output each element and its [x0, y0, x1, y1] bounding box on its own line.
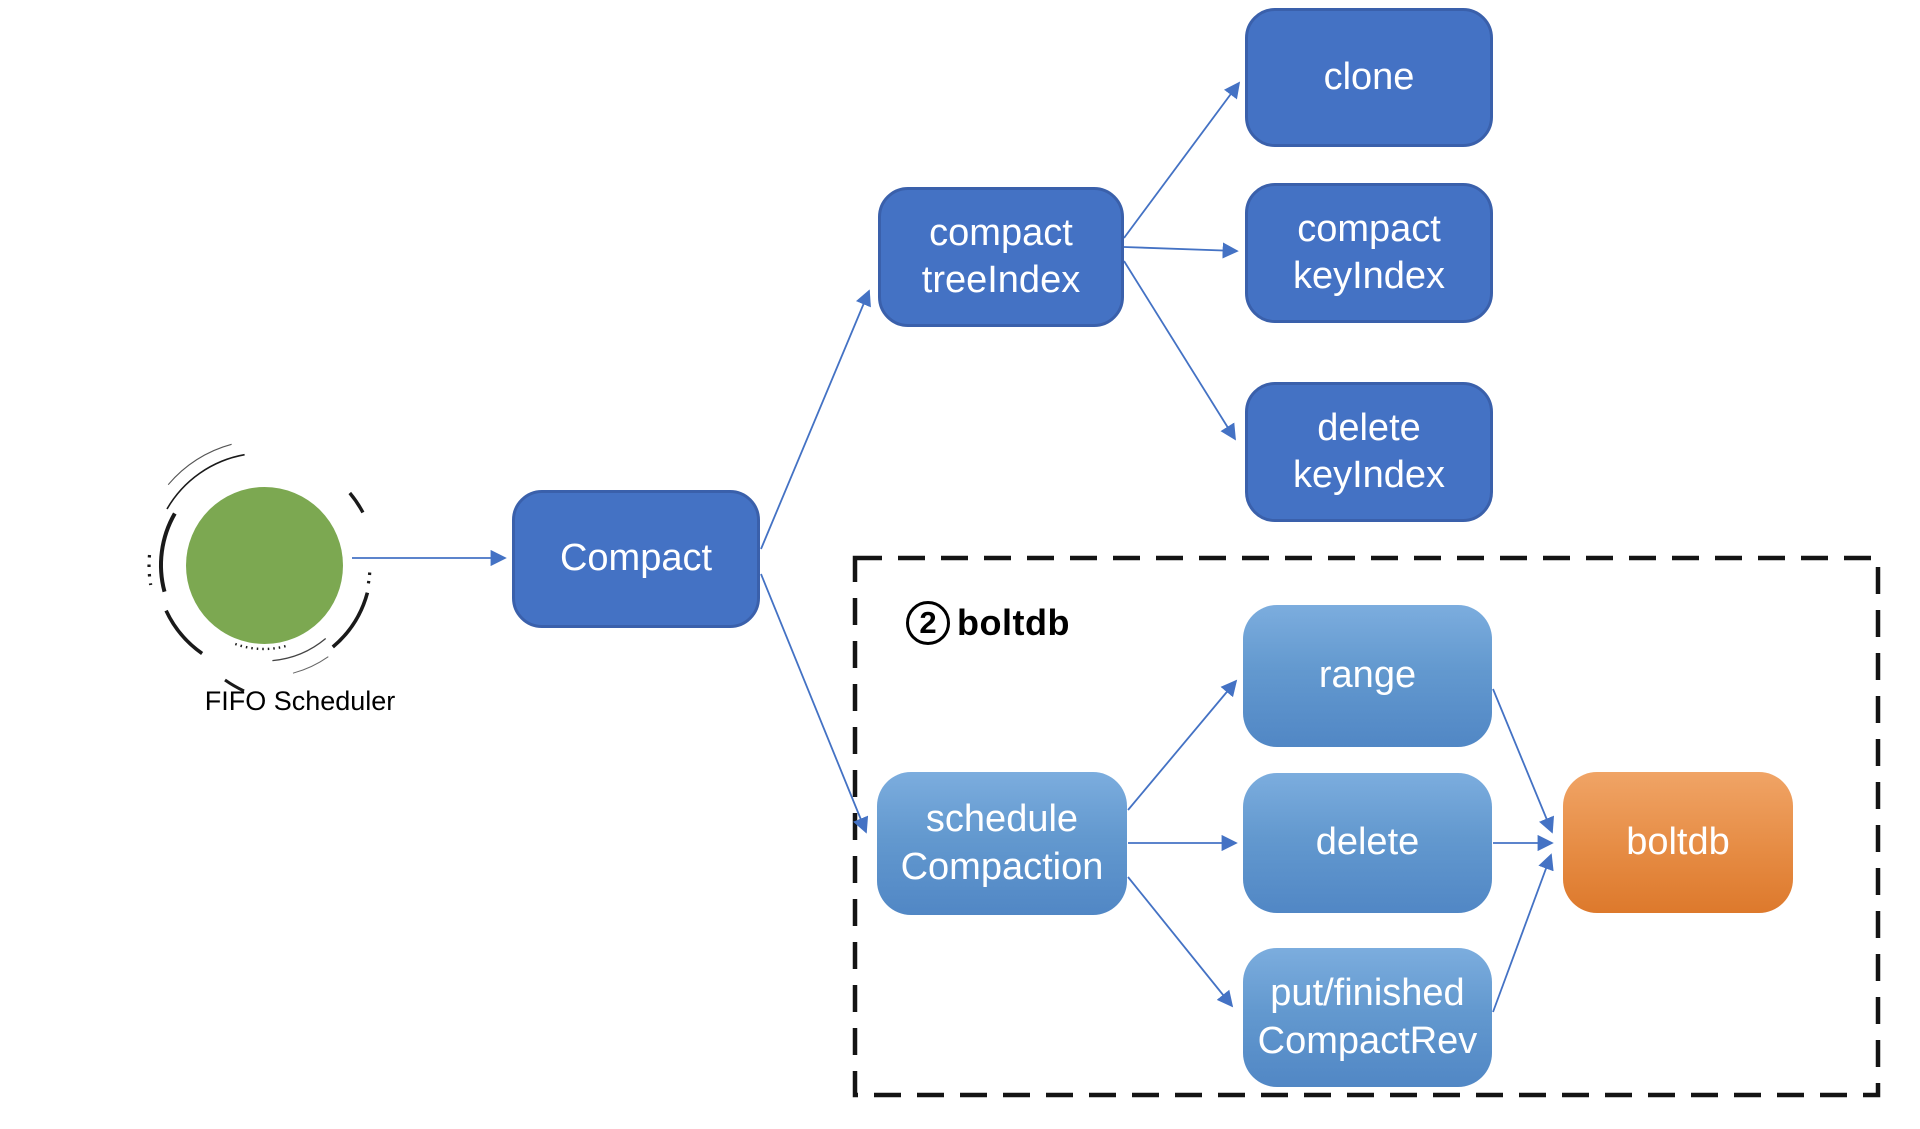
node-boltdb: boltdb	[1563, 772, 1793, 913]
scheduler-sketch-arcs	[147, 443, 372, 693]
boltdb-group-label: 2 boltdb	[906, 601, 1070, 645]
node-compact-keyindex: compact keyIndex	[1245, 183, 1493, 323]
arrow-treeindex-to-delete-keyindex	[1123, 260, 1236, 441]
group-number-badge: 2	[906, 601, 950, 645]
arrow-compact-to-schedule-compaction	[760, 573, 869, 834]
arrow-treeindex-to-clone	[1123, 81, 1241, 239]
arrow-schedule-to-putfinished	[1127, 876, 1234, 1008]
node-delete-keyindex: delete keyIndex	[1245, 382, 1493, 522]
arrow-compact-to-compact-treeindex	[760, 289, 871, 550]
fifo-scheduler-circle	[186, 487, 343, 644]
fifo-scheduler-label: FIFO Scheduler	[204, 686, 396, 716]
node-range: range	[1243, 605, 1492, 747]
node-compact-treeindex: compact treeIndex	[878, 187, 1124, 327]
arrow-treeindex-to-compact-keyindex	[1123, 242, 1239, 259]
node-compact: Compact	[512, 490, 760, 628]
group-label-text: boltdb	[957, 602, 1070, 643]
arrow-putfinished-to-boltdb	[1492, 853, 1554, 1013]
arrow-range-to-boltdb	[1492, 688, 1554, 834]
node-put-finished-compactrev: put/finished CompactRev	[1243, 948, 1492, 1087]
node-clone: clone	[1245, 8, 1493, 147]
node-delete: delete	[1243, 773, 1492, 913]
arrow-schedule-to-range	[1127, 679, 1238, 811]
node-schedule-compaction: schedule Compaction	[877, 772, 1127, 915]
